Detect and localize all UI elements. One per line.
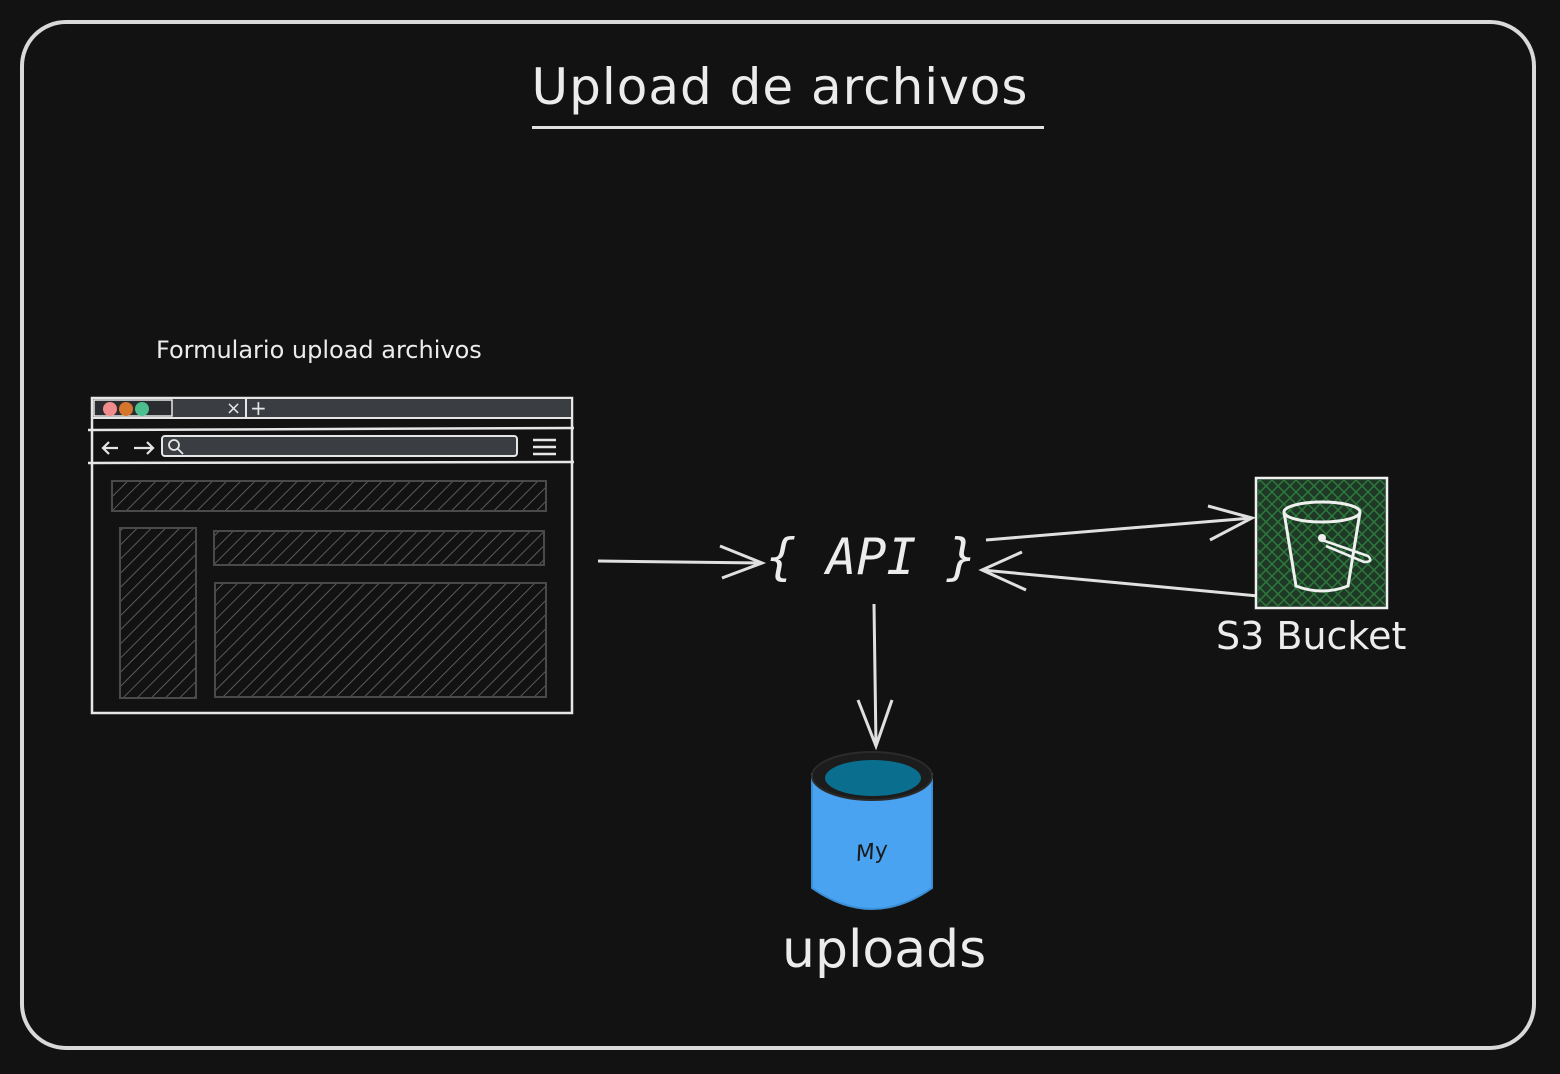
window-maximize-dot xyxy=(135,402,149,416)
toolbar-bottom-line xyxy=(87,460,575,465)
search-icon xyxy=(168,439,180,451)
window-minimize-dot xyxy=(119,402,133,416)
database-cylinder-icon xyxy=(811,751,933,910)
toolbar-top-line xyxy=(87,426,575,432)
arrow-s3-to-api xyxy=(981,568,1259,598)
title-underline xyxy=(532,126,1044,129)
diagram-frame xyxy=(20,20,1536,1050)
database-inner-text: My xyxy=(854,837,890,868)
browser-form-label: Formulario upload archivos xyxy=(156,336,482,364)
tab-add-icon[interactable]: + xyxy=(250,396,267,420)
window-close-dot xyxy=(103,402,117,416)
tab-close-icon[interactable]: × xyxy=(226,398,241,419)
browser-tab-bar xyxy=(91,397,573,419)
content-sidebar-block xyxy=(119,527,197,699)
forward-arrow-icon xyxy=(134,441,155,455)
browser-window-icon xyxy=(87,396,575,715)
content-main-block xyxy=(214,582,547,698)
arrow-form-to-api xyxy=(597,559,763,565)
content-header-block xyxy=(111,480,547,512)
address-bar xyxy=(161,435,518,457)
arrow-api-to-database xyxy=(872,603,878,747)
arrow-api-to-s3 xyxy=(985,516,1253,542)
diagram-title: Upload de archivos xyxy=(531,58,1029,116)
database-label: uploads xyxy=(782,920,987,980)
content-bar-block xyxy=(213,530,545,566)
menu-icon xyxy=(533,438,556,456)
s3-bucket-label: S3 Bucket xyxy=(1216,614,1407,658)
api-label: { API } xyxy=(766,528,977,586)
back-arrow-icon xyxy=(101,441,118,455)
bucket-icon xyxy=(1254,476,1389,610)
